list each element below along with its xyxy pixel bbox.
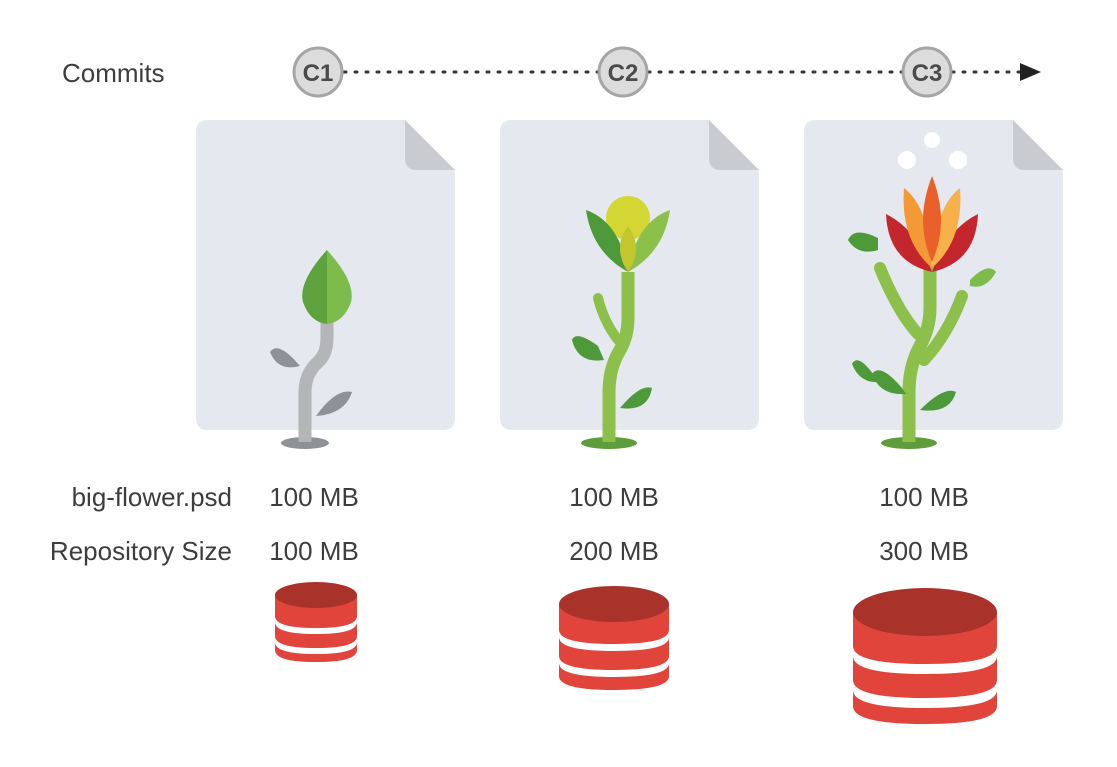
commit-c1-label: C1 (303, 60, 334, 87)
timeline-arrow (342, 63, 1041, 81)
sprout-icon (270, 250, 352, 449)
database-icon-small (275, 582, 357, 662)
commit-c3[interactable]: C3 (901, 46, 953, 98)
commit-c1[interactable]: C1 (292, 46, 344, 98)
repo-size-c3: 300 MB (879, 536, 969, 566)
repo-size-c1: 100 MB (269, 536, 359, 566)
database-icon-large (853, 588, 997, 724)
file-row-label: big-flower.psd (71, 482, 232, 512)
commits-label: Commits (62, 58, 165, 88)
commit-c2[interactable]: C2 (597, 46, 649, 98)
database-icon-medium (559, 586, 669, 690)
repo-size-c2: 200 MB (569, 536, 659, 566)
bud-flower-icon (572, 196, 670, 449)
commit-c3-label: C3 (912, 60, 943, 87)
file-size-c3: 100 MB (879, 482, 969, 512)
bloom-flower-icon (848, 132, 996, 449)
commit-c2-label: C2 (608, 60, 639, 87)
repo-row-label: Repository Size (49, 536, 232, 566)
file-size-c1: 100 MB (269, 482, 359, 512)
file-size-c2: 100 MB (569, 482, 659, 512)
